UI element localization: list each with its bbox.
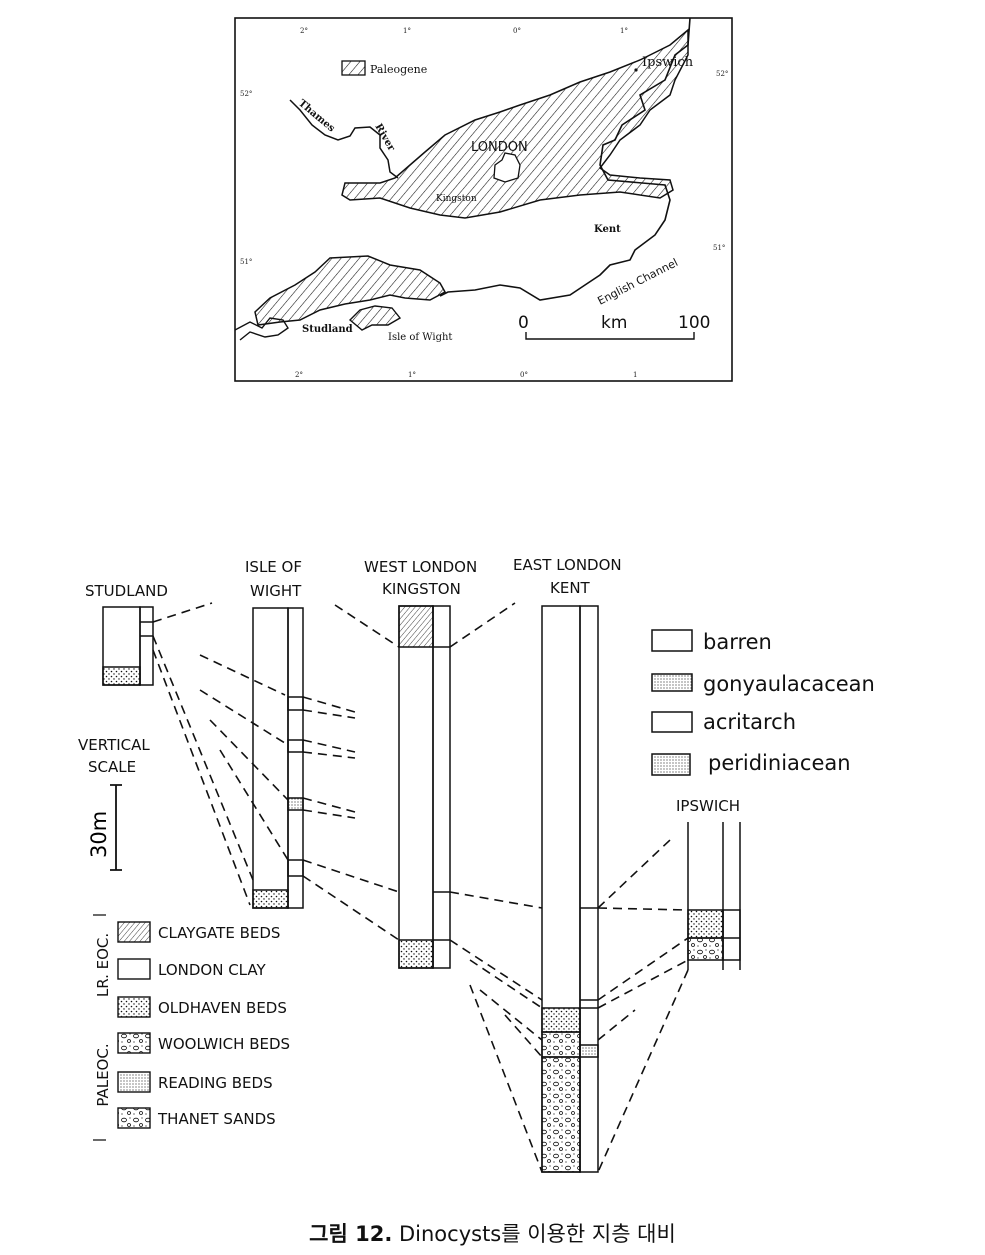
ipswich-point <box>634 68 638 72</box>
label-kent: Kent <box>594 224 621 235</box>
column-east-london <box>541 605 599 1173</box>
tick-top: 1° <box>403 27 411 35</box>
group-paleoc: PALEOC. <box>94 1043 112 1106</box>
vertical-scale-bar <box>110 784 122 871</box>
label-london: LONDON <box>471 140 528 155</box>
figure-number: 그림 12. <box>309 1222 393 1246</box>
legend-reading: READING BEDS <box>158 1074 273 1092</box>
location-map: 2° 1° 0° 1° 2° 1° 0° 1 52° 51° 52° 51° P… <box>234 17 733 382</box>
lithology-legend: LR. EOC. PALEOC. CLAYGATE BEDS LONDON CL… <box>93 914 290 1141</box>
legend-gonyaulacacean: gonyaulacacean <box>703 672 875 696</box>
swatch-peridiniacean <box>651 753 691 776</box>
tick-left: 51° <box>240 258 252 266</box>
vertical-scale: VERTICAL SCALE 30m <box>78 736 150 871</box>
label-studland: Studland <box>302 324 353 335</box>
thames-river <box>289 99 399 179</box>
vertical-scale-value: 30m <box>87 811 111 858</box>
legend-oldhaven: OLDHAVEN BEDS <box>158 999 287 1017</box>
group-lr-eoc: LR. EOC. <box>94 933 112 997</box>
paleogene-legend-label: Paleogene <box>370 63 427 76</box>
label-english-channel: English Channel <box>595 256 680 308</box>
legend-thanet: THANET SANDS <box>157 1110 276 1128</box>
tick-bottom: 0° <box>520 371 528 379</box>
tick-bottom: 1 <box>633 371 637 379</box>
paleogene-london-basin <box>341 28 689 219</box>
swatch-claygate <box>117 921 151 943</box>
tick-bottom: 1° <box>408 371 416 379</box>
legend-claygate: CLAYGATE BEDS <box>158 924 280 942</box>
correlation-diagram: STUDLAND ISLE OF WIGHT WEST LONDON KINGS… <box>85 556 741 1173</box>
legend-woolwich: WOOLWICH BEDS <box>158 1035 290 1053</box>
figure-caption: 그림 12. Dinocysts를 이용한 지층 대비 <box>0 1218 985 1248</box>
tick-bottom: 2° <box>295 371 303 379</box>
vertical-scale-title-2: SCALE <box>88 758 136 776</box>
swatch-thanet <box>117 1107 151 1129</box>
swatch-reading <box>117 1071 151 1093</box>
label-isle-of-wight: Isle of Wight <box>388 332 452 343</box>
isle-of-wight-island <box>348 305 402 331</box>
dinocyst-legend: barren gonyaulacacean acritarch peridini… <box>651 629 875 776</box>
legend-acritarch: acritarch <box>703 710 796 734</box>
swatch-acritarch <box>651 711 693 733</box>
swatch-london-clay <box>117 958 151 980</box>
column-west-london <box>398 605 451 969</box>
tick-left: 52° <box>240 90 252 98</box>
header-isle-of-wight-2: WIGHT <box>250 582 302 600</box>
header-east-london-2: KENT <box>550 579 591 597</box>
group-brackets <box>93 914 106 1141</box>
swatch-oldhaven <box>117 996 151 1018</box>
header-ipswich: IPSWICH <box>676 797 740 815</box>
scale-bar <box>525 332 695 340</box>
paleogene-hampshire-basin <box>254 255 447 326</box>
column-studland <box>102 606 154 686</box>
map-frame <box>234 17 733 382</box>
swatch-gonyaulacacean <box>651 673 693 692</box>
label-ipswich: Ipswich <box>642 55 694 70</box>
label-river: River <box>372 122 397 154</box>
tick-top: 0° <box>513 27 521 35</box>
header-studland: STUDLAND <box>85 582 168 600</box>
tick-right: 52° <box>716 70 728 78</box>
column-ipswich <box>687 822 741 970</box>
legend-barren: barren <box>703 630 772 654</box>
scale-start: 0 <box>518 313 529 333</box>
vertical-scale-title-1: VERTICAL <box>78 736 150 754</box>
london-urban-area <box>493 152 521 183</box>
header-east-london-1: EAST LONDON <box>513 556 622 574</box>
scale-unit: km <box>601 313 627 333</box>
caption-text: Dinocysts를 이용한 지층 대비 <box>392 1222 676 1246</box>
tick-top: 2° <box>300 27 308 35</box>
header-isle-of-wight-1: ISLE OF <box>245 558 302 576</box>
column-isle-of-wight <box>252 607 304 909</box>
swatch-woolwich <box>117 1032 151 1054</box>
legend-london-clay: LONDON CLAY <box>158 961 266 979</box>
tick-top: 1° <box>620 27 628 35</box>
swatch-barren <box>651 629 693 652</box>
header-west-london-1: WEST LONDON <box>364 558 477 576</box>
legend-peridiniacean: peridiniacean <box>708 751 851 775</box>
coastline-west <box>234 317 289 341</box>
header-west-london-2: KINGSTON <box>382 580 461 598</box>
label-kingston: Kingston <box>436 194 477 204</box>
tick-right: 51° <box>713 244 725 252</box>
correlation-lines <box>152 602 689 1173</box>
paleogene-swatch <box>341 60 366 76</box>
scale-end: 100 <box>678 313 710 333</box>
